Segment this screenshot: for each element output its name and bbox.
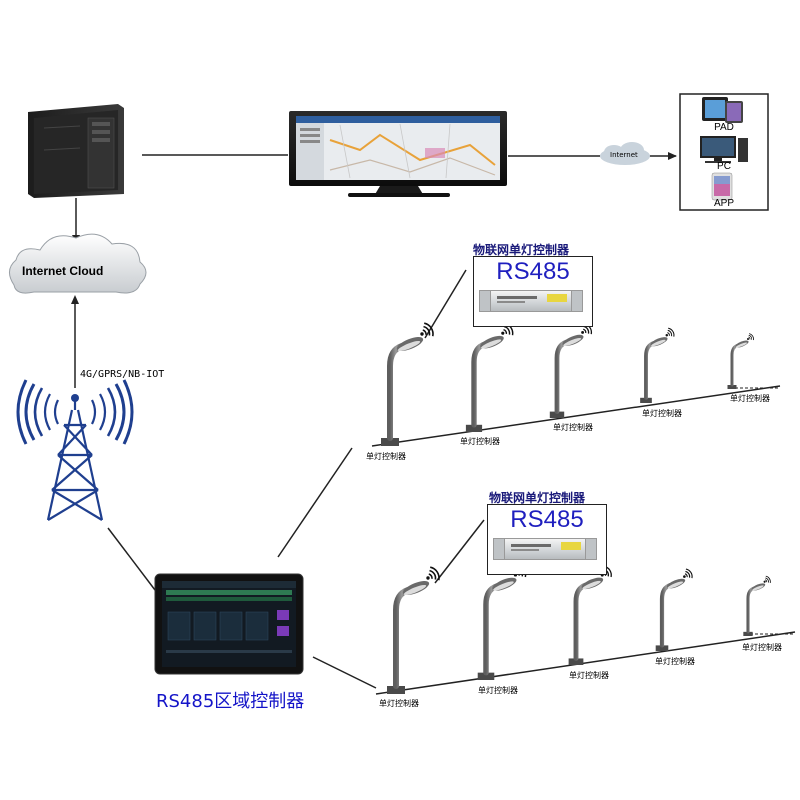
street-lamp-icon — [727, 333, 754, 389]
monitor-icon — [289, 111, 507, 197]
server-icon — [28, 104, 124, 198]
group2-driver-icon — [493, 538, 597, 560]
arrow-to-cloud — [71, 295, 79, 304]
lamp-group-1 — [371, 322, 781, 447]
group2-lamp-label: 单灯控制器 — [379, 699, 419, 708]
cloud-label: Internet Cloud — [22, 264, 104, 278]
street-lamp-icon — [477, 564, 527, 680]
phone-icon — [711, 172, 733, 201]
street-lamp-icon — [549, 323, 593, 418]
internet-cloud-icon — [600, 142, 650, 165]
group1-title: 物联网单灯控制器 — [473, 243, 570, 257]
group1-lamp-label: 单灯控制器 — [553, 423, 593, 432]
group1-rs485-box: RS485 — [473, 256, 593, 327]
group2-lamp-label: 单灯控制器 — [569, 671, 609, 680]
group2-rs485-label: RS485 — [510, 506, 584, 533]
connection-lines — [74, 154, 676, 689]
street-lamp-icon — [568, 565, 612, 665]
client-devices-box — [679, 93, 769, 211]
street-lamp-icon — [465, 322, 514, 432]
pc-label: PC — [717, 161, 731, 172]
pc-icon — [700, 136, 748, 163]
street-lamps-layer — [371, 322, 796, 695]
street-lamp-icon — [655, 568, 693, 651]
group2-rs485-box: RS485 — [487, 504, 607, 575]
cell-tower-icon — [16, 379, 134, 521]
controller-label: RS485区域控制器 — [156, 691, 305, 712]
pad-label: PAD — [714, 122, 734, 133]
tower-top-dot — [71, 394, 79, 402]
group2-lamp-label: 单灯控制器 — [655, 657, 695, 666]
street-lamp-icon — [640, 327, 675, 403]
group1-lamp-label: 单灯控制器 — [642, 409, 682, 418]
group1-driver-icon — [479, 290, 583, 312]
group1-rs485-label: RS485 — [496, 258, 570, 285]
arrow-to-pc — [668, 152, 677, 160]
group1-lamp-label: 单灯控制器 — [460, 437, 500, 446]
group1-lamp-label: 单灯控制器 — [730, 394, 770, 403]
street-lamp-icon — [743, 575, 771, 636]
tablet-controller-icon — [154, 573, 304, 675]
group2-lamp-label: 单灯控制器 — [478, 686, 518, 695]
internet-cloud-large-icon — [9, 233, 147, 294]
app-label: APP — [713, 198, 734, 209]
group2-lamp-label: 单灯控制器 — [742, 643, 782, 652]
group2-title: 物联网单灯控制器 — [489, 491, 586, 505]
link-label: 4G/GPRS/NB-IOT — [80, 369, 165, 380]
internet-label: Internet — [610, 151, 638, 159]
group1-lamp-label: 单灯控制器 — [366, 452, 406, 461]
street-lamp-icon — [381, 322, 434, 446]
street-lamp-icon — [387, 566, 440, 694]
pad-icon — [702, 97, 743, 123]
